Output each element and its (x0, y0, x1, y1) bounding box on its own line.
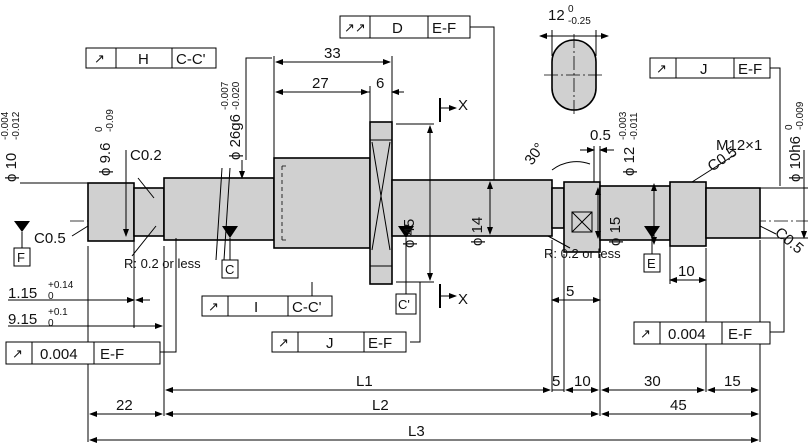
thread-m12 (669, 181, 707, 247)
fcf-ref: J (326, 335, 334, 352)
fcf-datum: E-F (368, 335, 392, 352)
dim-10-a: 10 (678, 263, 695, 280)
dim-d10: ϕ 10 (3, 153, 20, 182)
dim-915-up: +0.1 (48, 307, 68, 318)
dim-d10-lo: -0.012 (11, 111, 22, 140)
dim-c02: C0.2 (130, 147, 162, 164)
nut-body (273, 157, 371, 249)
fcf-datum: E-F (432, 20, 456, 37)
dim-d12: ϕ 12 (621, 147, 638, 176)
fcf-datum: E-F (100, 346, 124, 363)
dim-d10-up: -0.004 (0, 111, 11, 140)
fcf-datum: C-C' (292, 299, 322, 316)
runout-symbol: ↗ (208, 299, 219, 314)
datum-C-prime: C' (398, 297, 410, 312)
dim-115: 1.15 (8, 285, 37, 302)
fcf-ref: H (138, 51, 149, 68)
dim-d26g6: ϕ 26g6 (227, 114, 244, 160)
dim-L1: L1 (356, 373, 373, 390)
dim-width-05: 0.5 (590, 127, 611, 144)
runout-symbol: ↗ (94, 51, 105, 66)
dim-d10h6-lo: -0.009 (795, 101, 806, 130)
dim-thread: M12×1 (716, 137, 762, 154)
total-runout-symbol: ↗↗ (344, 20, 366, 35)
fcf-datum: C-C' (176, 51, 206, 68)
dim-c05-bottom: C0.5 (771, 224, 806, 257)
dim-10-b: 10 (574, 373, 591, 390)
dim-5-a: 5 (566, 283, 574, 300)
dim-45: 45 (670, 397, 687, 414)
dim-6: 6 (376, 75, 384, 92)
dim-L2: L2 (372, 397, 389, 414)
fcf-tolerance: 0.004 (668, 326, 706, 343)
runout-symbol: ↗ (640, 326, 651, 341)
dim-d96-up: 0 (94, 126, 105, 132)
dim-d12-up: -0.003 (618, 111, 629, 140)
dim-d45: ϕ 45 (401, 219, 418, 248)
fcf-ref: J (700, 61, 708, 78)
fcf-datum: E-F (738, 61, 762, 78)
fcf-tolerance: 0.004 (40, 346, 78, 363)
dim-d15: ϕ 15 (607, 217, 624, 246)
dim-flat-lo: -0.25 (568, 16, 591, 27)
fcf-top-left: ↗ H C-C' (85, 47, 217, 69)
fcf-ref: I (254, 299, 258, 316)
bearing-seat (563, 181, 601, 253)
fcf-ref: D (392, 20, 403, 37)
dim-d96-lo: -0.09 (105, 109, 116, 132)
section-label-bottom: X (458, 291, 468, 308)
dim-915: 9.15 (8, 311, 37, 328)
fcf-mid-I: ↗ I C-C' (201, 295, 333, 317)
dim-22: 22 (116, 397, 133, 414)
dim-d10h6-up: 0 (784, 124, 795, 130)
dim-15: 15 (724, 373, 741, 390)
dim-c05-left: C0.5 (34, 230, 66, 247)
dim-d10h6: ϕ 10h6 (787, 136, 804, 182)
dim-L3: L3 (408, 423, 425, 440)
dim-30: 30 (644, 373, 661, 390)
screw-shaft (391, 179, 553, 237)
dim-33: 33 (324, 45, 341, 62)
datum-markers: F C C' E (13, 221, 661, 315)
dim-115-lo: 0 (48, 291, 54, 302)
dim-flat: 12 (548, 7, 565, 24)
runout-symbol: ↗ (656, 61, 667, 76)
dim-flat-up: 0 (568, 4, 574, 15)
section-view (539, 30, 609, 116)
left-journal (87, 182, 135, 242)
dim-d14: ϕ 14 (469, 217, 486, 246)
note-radius-left: R: 0.2 or less (124, 256, 201, 271)
dim-27: 27 (312, 75, 329, 92)
datum-C: C (225, 262, 234, 277)
datum-E: E (647, 256, 656, 271)
fcf-datum: E-F (728, 326, 752, 343)
section-label-top: X (458, 97, 468, 114)
fcf-top-mid: ↗↗ D E-F (339, 15, 471, 39)
dimension-text: ϕ 10 -0.004 -0.012 ϕ 9.6 0 -0.09 ϕ 26g6 … (0, 4, 807, 440)
dim-d26-up: -0.007 (220, 81, 231, 110)
dim-d26-lo: -0.020 (231, 81, 242, 110)
fcf-bottom-right: ↗ 0.004 E-F (633, 321, 771, 345)
dim-915-lo: 0 (48, 318, 54, 329)
nut-flange (369, 121, 393, 285)
fcf-top-right: ↗ J E-F (649, 57, 771, 79)
dim-d96: ϕ 9.6 (97, 143, 114, 176)
fcf-mid-J: ↗ J E-F (271, 331, 407, 353)
dim-d12-lo: -0.011 (629, 112, 640, 140)
runout-symbol: ↗ (278, 335, 289, 350)
note-radius-right: R: 0.2 or less (544, 246, 621, 261)
right-journal (705, 187, 761, 239)
shaft (87, 121, 761, 285)
runout-symbol: ↗ (12, 346, 23, 361)
dim-angle: 30° (521, 140, 548, 168)
dim-5-b: 5 (552, 373, 560, 390)
fcf-bottom-left: ↗ 0.004 E-F (5, 341, 161, 365)
dim-115-up: +0.14 (48, 280, 74, 291)
datum-F: F (17, 250, 25, 265)
